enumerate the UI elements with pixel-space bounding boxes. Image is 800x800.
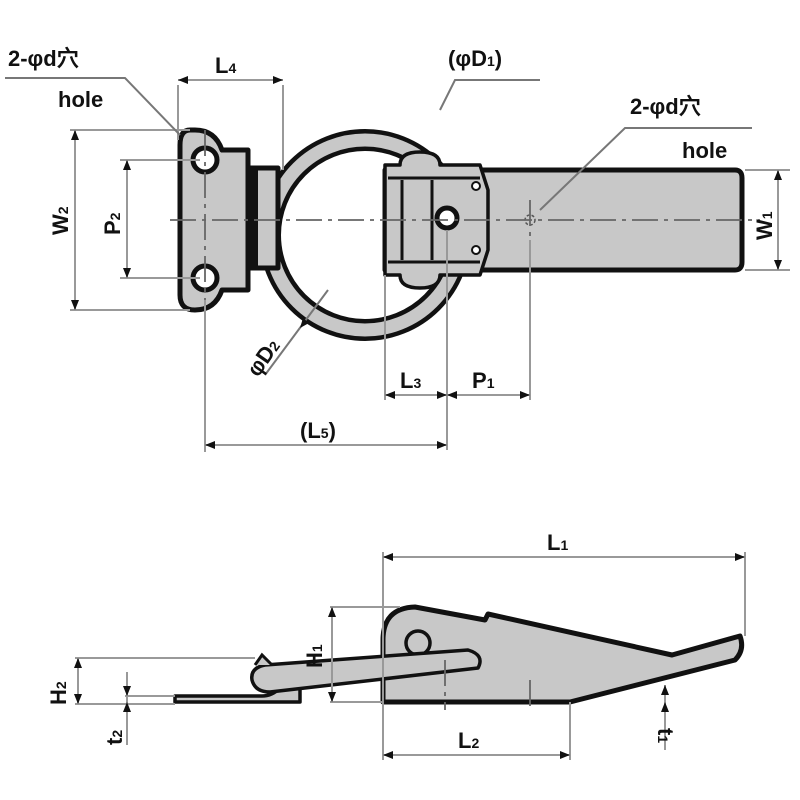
label-L4: L4 — [215, 53, 236, 78]
leader-right-hole — [539, 127, 752, 211]
side-view — [74, 552, 746, 760]
leader-D1 — [439, 79, 540, 111]
ring-hook — [253, 652, 274, 667]
label-D1: (φD1) — [448, 46, 502, 71]
label-L3: L3 — [400, 368, 421, 393]
label-H1: H1 — [302, 644, 327, 668]
label-hole-left-en: hole — [58, 87, 103, 112]
label-hole-right-jp: 2-φd穴 — [630, 94, 701, 119]
dim-D2 — [264, 289, 329, 376]
leader-left-hole — [5, 77, 181, 136]
label-H2: H2 — [46, 681, 71, 705]
top-view — [5, 76, 790, 452]
latch-side — [380, 604, 745, 705]
label-D2: φD2 — [242, 334, 285, 381]
clasp-hole — [434, 205, 460, 231]
label-hole-left-jp: 2-φd穴 — [8, 46, 79, 71]
label-L5: (L5) — [300, 418, 336, 443]
label-L2: L2 — [458, 728, 479, 753]
label-W1: W1 — [752, 211, 777, 240]
label-P1: P1 — [472, 368, 495, 393]
rivet-icon — [471, 181, 481, 191]
hinge-pin — [246, 168, 258, 268]
label-hole-right-en: hole — [682, 138, 727, 163]
ring-rod — [250, 648, 482, 694]
label-L1: L1 — [547, 530, 568, 555]
rivet-icon — [471, 245, 481, 255]
label-P2: P2 — [100, 212, 125, 235]
label-W2: W2 — [48, 206, 73, 235]
label-t2: t2 — [102, 730, 127, 745]
label-t1: t1 — [653, 728, 678, 743]
